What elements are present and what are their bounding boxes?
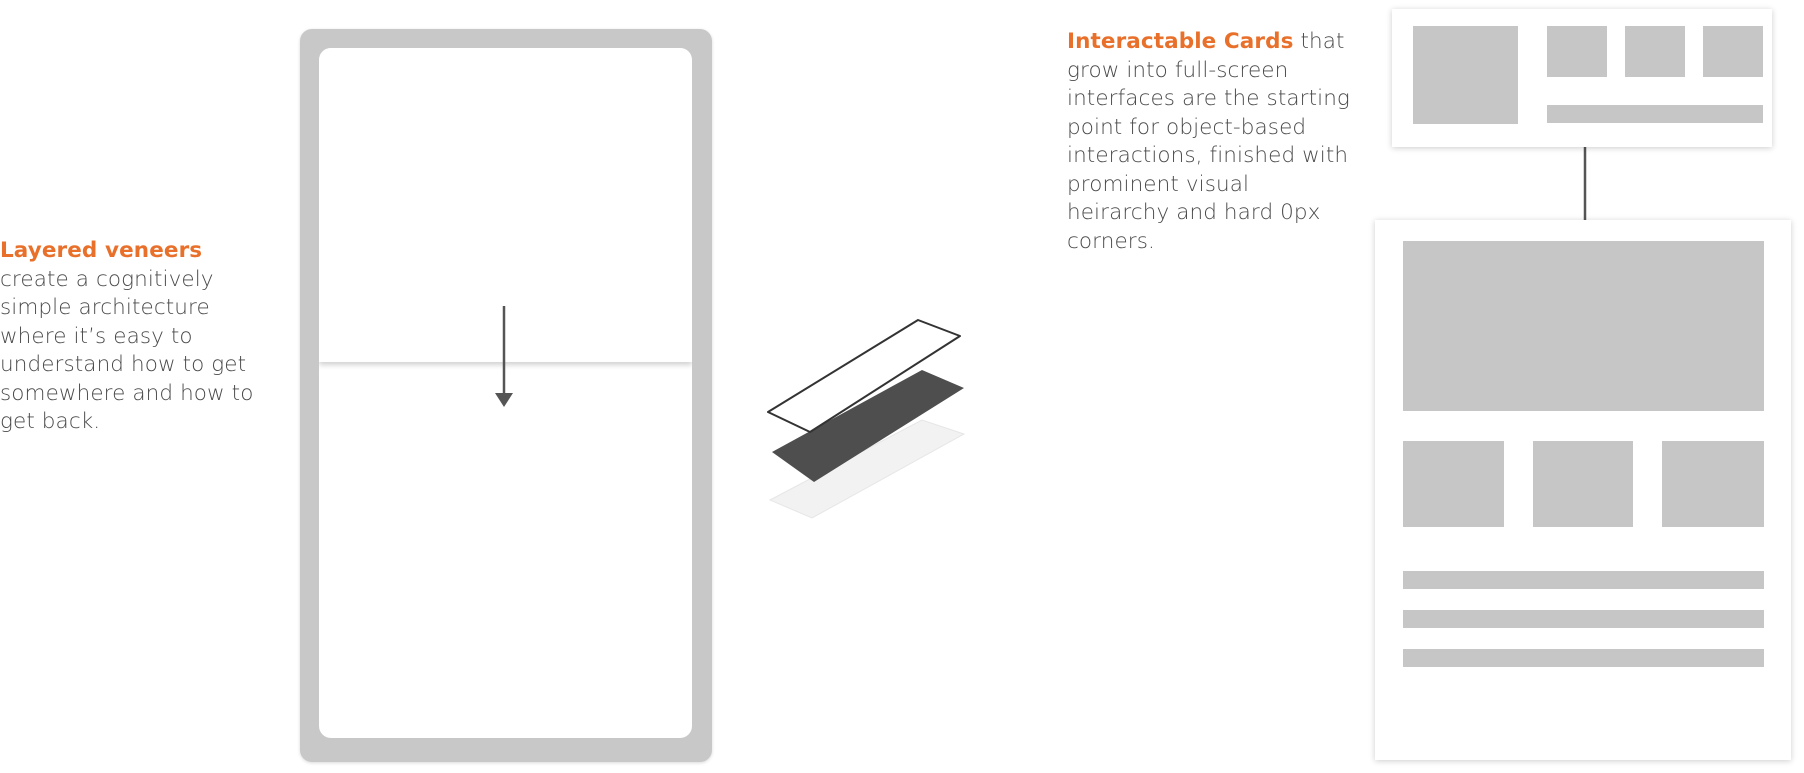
card-tile: [1703, 26, 1763, 77]
full-screen-card[interactable]: [1375, 220, 1791, 760]
layered-veneers-title: Layered veneers: [0, 238, 203, 263]
interactable-cards-title: Interactable Cards: [1067, 29, 1294, 54]
interactable-cards-body: that grow into full-screen interfaces ar…: [1067, 29, 1350, 254]
phone-frame: [300, 29, 712, 762]
layered-veneers-caption: Layered veneers create a cognitively sim…: [0, 237, 280, 437]
interactable-cards-caption: Interactable Cards that grow into full-s…: [1067, 28, 1357, 256]
arrow-down-icon: [495, 306, 513, 407]
layer-stack-illustration: [767, 319, 966, 519]
small-card[interactable]: [1392, 9, 1772, 147]
card-thumbnail: [1413, 26, 1518, 124]
content-tile: [1403, 441, 1504, 527]
middle-dark-layer: [772, 370, 964, 482]
content-tile: [1533, 441, 1633, 527]
text-line: [1403, 571, 1764, 589]
card-tile: [1547, 26, 1607, 77]
bottom-light-layer: [768, 419, 966, 519]
card-text-line: [1547, 105, 1763, 123]
layered-veneers-body: create a cognitively simple architecture…: [0, 266, 254, 435]
text-line: [1403, 649, 1764, 667]
text-line: [1403, 610, 1764, 628]
content-tile: [1662, 441, 1764, 527]
top-veneer-layer: [319, 48, 692, 362]
phone-screen: [319, 48, 692, 738]
hero-image: [1403, 241, 1764, 411]
top-outline-layer: [767, 319, 961, 433]
card-tile: [1625, 26, 1685, 77]
